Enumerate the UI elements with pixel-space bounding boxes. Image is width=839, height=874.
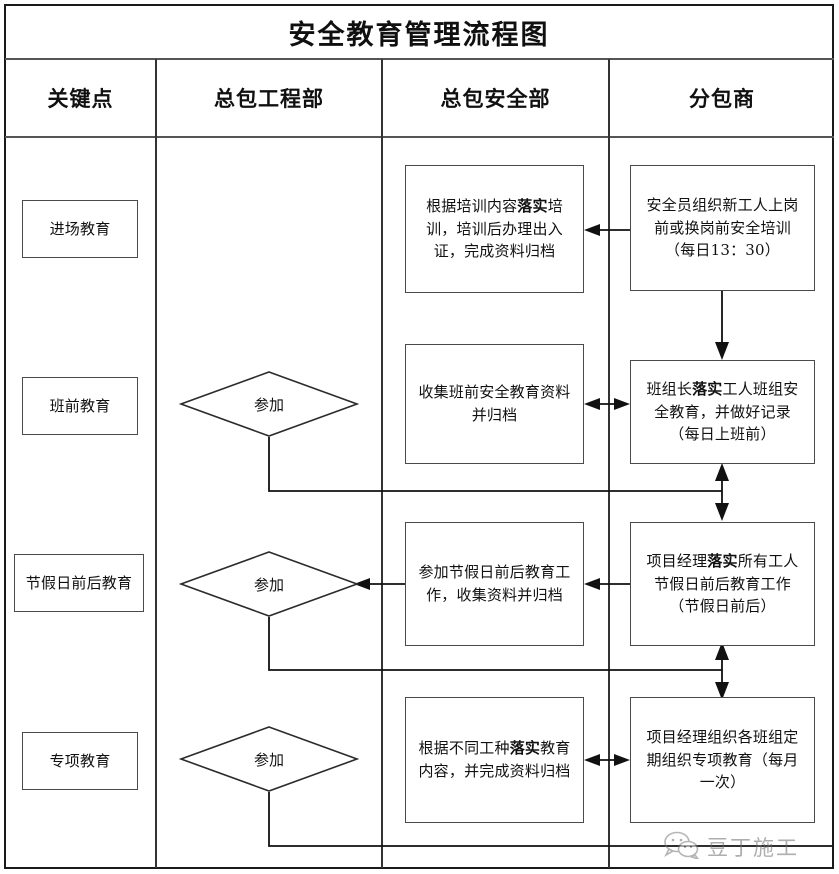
column-header-subcontractor: 分包商 <box>689 86 755 111</box>
gc-safety-text: 根据不同工种落实教育内容，并完成资料归档 <box>418 739 571 780</box>
subcontractor-box-pre-shift-education[interactable]: 班组长落实工人班组安全教育，并做好记录（每日上班前） <box>630 360 815 464</box>
wechat-bubble-icon <box>662 831 702 863</box>
decision-label: 参加 <box>253 575 284 594</box>
decision-label: 参加 <box>253 750 284 769</box>
gc-safety-text: 根据培训内容落实培训，培训后办理出入证，完成资料归档 <box>426 196 563 261</box>
column-header-gc-engineering: 总包工程部 <box>214 86 324 111</box>
watermark: 豆丁施工 <box>662 826 834 868</box>
key-point-label: 进场教育 <box>49 219 111 238</box>
key-point-label: 节假日前后教育 <box>25 573 133 592</box>
gc-safety-box-special-education[interactable]: 根据不同工种落实教育内容，并完成资料归档 <box>405 697 584 823</box>
key-point-box-special-education[interactable]: 专项教育 <box>22 732 138 790</box>
gc-safety-text: 参加节假日前后教育工作，收集资料并归档 <box>418 563 571 604</box>
key-point-label: 班前教育 <box>49 396 111 415</box>
key-point-box-pre-shift-education[interactable]: 班前教育 <box>22 377 138 435</box>
gc-safety-box-holiday-education[interactable]: 参加节假日前后教育工作，收集资料并归档 <box>405 522 584 646</box>
gc-safety-box-pre-shift-education[interactable]: 收集班前安全教育资料并归档 <box>405 344 584 464</box>
subcontractor-text: 安全员组织新工人上岗前或换岗前安全培训（每日13：30） <box>646 195 799 260</box>
decision-diamond-special[interactable]: 参加 <box>179 725 359 793</box>
chart-outer-frame <box>4 4 834 869</box>
subcontractor-box-special-education[interactable]: 项目经理组织各班组定期组织专项教育（每月一次） <box>630 697 815 823</box>
lane-divider-3 <box>608 59 610 868</box>
rule-below-title <box>5 58 834 60</box>
watermark-text: 豆丁施工 <box>707 836 799 860</box>
column-header-gc-safety: 总包安全部 <box>440 86 551 111</box>
subcontractor-box-holiday-education[interactable]: 项目经理落实所有工人节假日前后教育工作（节假日前后） <box>630 522 815 646</box>
key-point-label: 专项教育 <box>49 751 111 770</box>
lane-divider-1 <box>155 59 157 868</box>
key-point-box-holiday-education[interactable]: 节假日前后教育 <box>14 554 144 612</box>
subcontractor-box-entry-education[interactable]: 安全员组织新工人上岗前或换岗前安全培训（每日13：30） <box>630 165 815 291</box>
gc-safety-box-entry-education[interactable]: 根据培训内容落实培训，培训后办理出入证，完成资料归档 <box>405 165 584 293</box>
key-point-box-entry-education[interactable]: 进场教育 <box>22 200 138 258</box>
decision-diamond-pre-shift[interactable]: 参加 <box>179 370 359 438</box>
gc-safety-text: 收集班前安全教育资料并归档 <box>418 383 571 424</box>
decision-diamond-holiday[interactable]: 参加 <box>179 550 359 618</box>
decision-label: 参加 <box>253 395 284 414</box>
subcontractor-text: 项目经理组织各班组定期组织专项教育（每月一次） <box>646 727 799 792</box>
rule-below-header <box>5 136 834 138</box>
lane-divider-2 <box>381 59 383 868</box>
subcontractor-text: 班组长落实工人班组安全教育，并做好记录（每日上班前） <box>646 379 799 444</box>
column-header-key-point: 关键点 <box>47 86 114 111</box>
page-title: 安全教育管理流程图 <box>288 19 550 51</box>
subcontractor-text: 项目经理落实所有工人节假日前后教育工作（节假日前后） <box>646 551 799 616</box>
